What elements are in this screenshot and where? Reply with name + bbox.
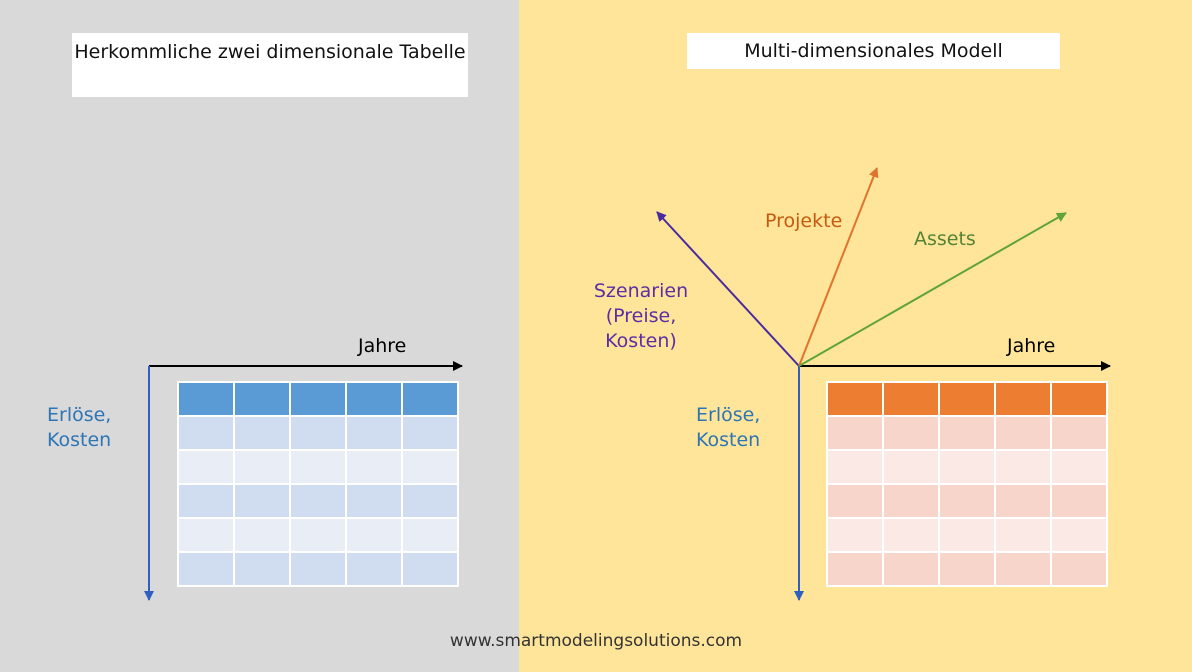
table-cell [177,381,235,417]
table-cell [345,381,403,417]
right-title: Multi-dimensionales Modell [687,33,1060,69]
projects-axis-arrow [798,167,879,367]
projects-label: Projekte [765,210,843,232]
table-cell [826,517,884,553]
table-row [826,449,1108,485]
table-cell [401,381,459,417]
table-row [826,483,1108,519]
table-cell [882,483,940,519]
scenarios-label: Szenarien (Preise, Kosten) [586,279,696,354]
table-cell [1050,483,1108,519]
table-cell [994,483,1052,519]
table-row [177,449,459,485]
table-row [177,551,459,587]
table-cell [233,551,291,587]
scenarios-axis-arrow [656,211,800,367]
right-x-axis-label: Jahre [1007,335,1056,357]
table-header-row [177,381,459,417]
table-cell [994,415,1052,451]
table-cell [1050,449,1108,485]
table-cell [177,517,235,553]
table-cell [882,381,940,417]
table-cell [826,483,884,519]
table-row [826,415,1108,451]
table-cell [177,483,235,519]
table-cell [401,551,459,587]
label-line: Szenarien [593,280,689,302]
table-cell [177,551,235,587]
table-cell [401,517,459,553]
table-row [826,551,1108,587]
table-cell [233,517,291,553]
table-cell [233,381,291,417]
table-cell [826,551,884,587]
table-cell [1050,381,1108,417]
label-line: Kosten [696,429,761,451]
footer-url: www.smartmodelingsolutions.com [449,631,743,651]
table-cell [401,415,459,451]
table-cell [345,517,403,553]
label-line: Erlöse, [696,404,761,426]
table-cell [177,415,235,451]
table-cell [938,449,996,485]
table-cell [345,449,403,485]
table-header-row [826,381,1108,417]
table-row [177,415,459,451]
table-cell [826,415,884,451]
table-cell [994,449,1052,485]
table-cell [345,551,403,587]
table-cell [994,381,1052,417]
table-row [826,517,1108,553]
left-x-axis-label: Jahre [358,335,407,357]
table-cell [289,551,347,587]
table-cell [233,415,291,451]
assets-label: Assets [914,228,976,250]
table-cell [289,483,347,519]
right-y-axis-label: Erlöse, Kosten [696,403,760,453]
table-cell [994,517,1052,553]
table-row [177,483,459,519]
label-line: Kosten [47,429,112,451]
left-table [177,381,459,587]
table-cell [1050,517,1108,553]
table-cell [1050,551,1108,587]
table-cell [401,483,459,519]
table-cell [938,551,996,587]
table-cell [401,449,459,485]
table-cell [882,551,940,587]
table-cell [233,483,291,519]
table-cell [289,415,347,451]
table-cell [938,415,996,451]
label-line: Erlöse, [47,404,112,426]
table-row [177,517,459,553]
table-cell [233,449,291,485]
table-cell [345,415,403,451]
table-cell [289,381,347,417]
table-cell [882,449,940,485]
table-cell [938,483,996,519]
label-line: Kosten) [605,330,677,352]
table-cell [882,415,940,451]
table-cell [938,381,996,417]
table-cell [345,483,403,519]
table-cell [938,517,996,553]
table-cell [994,551,1052,587]
table-cell [1050,415,1108,451]
table-cell [826,381,884,417]
left-y-axis-label: Erlöse, Kosten [47,403,111,453]
table-cell [289,449,347,485]
right-table [826,381,1108,587]
left-title: Herkommliche zwei dimensionale Tabelle [72,33,468,97]
table-cell [882,517,940,553]
table-cell [177,449,235,485]
table-cell [826,449,884,485]
assets-axis-arrow [798,212,1067,367]
label-line: (Preise, [605,305,677,327]
table-cell [289,517,347,553]
